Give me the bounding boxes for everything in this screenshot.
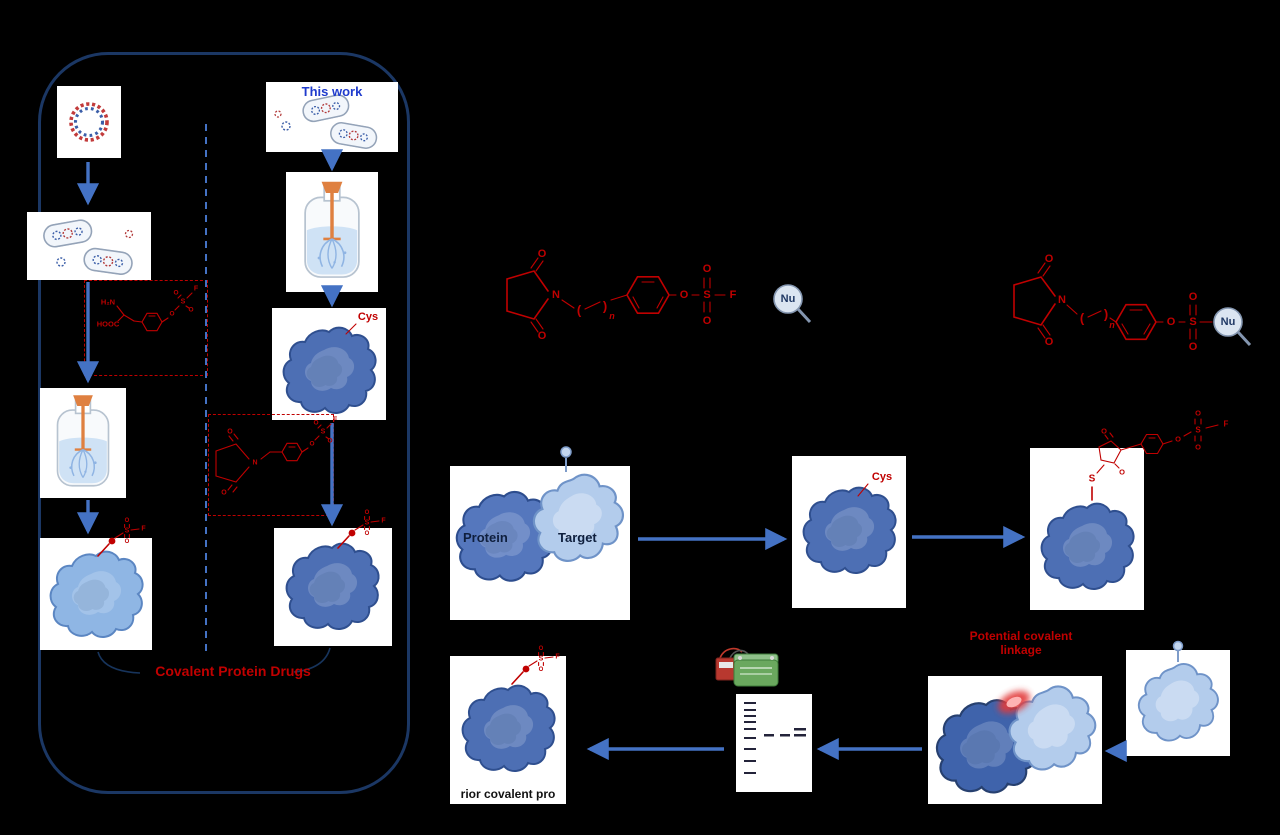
protein-warhead-box [1030, 448, 1144, 610]
atom-O: O [680, 289, 689, 301]
atom-O: O [1045, 253, 1054, 265]
atom-O: O [1167, 316, 1176, 328]
gel-electrophoresis-tank-icon [715, 647, 779, 687]
protein-graphic [461, 684, 556, 773]
gel-lanes-graphic [744, 702, 806, 774]
flask-box-left [40, 388, 126, 498]
atom-O: O [1175, 435, 1181, 444]
subscript-n: n [1109, 320, 1115, 330]
workflow-panel-border [38, 52, 410, 794]
atom-N: N [552, 289, 560, 301]
atom-O: O [703, 315, 712, 327]
protein-graphic [285, 542, 380, 631]
bacteria-box [27, 212, 151, 280]
plasmid-box [57, 86, 121, 158]
this-work-box [266, 82, 398, 152]
nucleophile-icon: Nu [773, 284, 812, 324]
flask-graphic [303, 180, 361, 279]
paren-close: ) [1104, 307, 1108, 322]
protein-graphic [49, 550, 144, 639]
sulfonyl-nucleophile-product-structure: O O N ( ) n O S O O Nu [1013, 253, 1252, 353]
atom-S: S [1195, 426, 1201, 435]
protein-graphic [802, 486, 897, 575]
atom-N: N [1058, 294, 1066, 306]
atom-O: O [1189, 291, 1198, 303]
atom-S: S [1189, 316, 1196, 328]
atom-O: O [538, 330, 547, 342]
aryl-fluorosulfate-probe-structure: O O N ( ) n O S O O F [506, 248, 737, 342]
ncaa-structure-dashed-box [84, 280, 208, 376]
atom-O: O [1189, 341, 1198, 353]
bacteria-graphic [41, 217, 135, 277]
caption-fragment: rior covalent pro [460, 787, 556, 801]
target-graphic [1137, 663, 1219, 742]
atom-F: F [730, 289, 737, 301]
this-work-bacteria-graphic [274, 92, 379, 151]
atom-F: F [1224, 420, 1229, 429]
protein-graphic [1040, 502, 1135, 591]
potential-linkage-line1: Potential covalent [969, 629, 1073, 643]
target-alone-box [1126, 650, 1230, 756]
this-work-label: This work [301, 84, 363, 99]
linker-structure-dashed-box [208, 414, 334, 516]
atom-O: O [1045, 336, 1054, 348]
protein-cys-box-mid [792, 456, 906, 608]
atom-O: O [1101, 427, 1107, 436]
potential-linkage-line2: linkage [1000, 642, 1042, 657]
final-protein-box [450, 656, 566, 804]
protein-box-left-bottom [40, 538, 152, 650]
plasmid-graphic [69, 102, 109, 142]
gel-result-box [736, 694, 812, 792]
protein-cys-box-panel [272, 308, 386, 420]
target-label: Target [558, 530, 597, 545]
covalent-complex-box [928, 676, 1102, 804]
potential-covalent-linkage-label: Potential covalent linkage [941, 629, 1101, 658]
covalent-protein-drugs-label: Covalent Protein Drugs [155, 663, 311, 679]
protein-target-box [450, 466, 630, 620]
nu-label: Nu [781, 293, 796, 305]
paren-close: ) [603, 299, 607, 314]
subscript-n: n [609, 311, 615, 321]
flask-graphic [56, 394, 110, 488]
protein-label: Protein [463, 530, 508, 545]
nu-label: Nu [1221, 316, 1236, 328]
atom-S: S [703, 289, 710, 301]
protein-graphic [282, 326, 377, 415]
flask-box-right [286, 172, 378, 292]
paren-open: ( [577, 303, 582, 318]
protein-box-right-bottom [274, 528, 392, 646]
atom-O: O [1195, 443, 1201, 452]
atom-O: O [1195, 409, 1201, 418]
paren-open: ( [1080, 311, 1085, 326]
atom-O: O [538, 248, 547, 260]
covalent-complex-graphic [935, 685, 1097, 794]
atom-O: O [703, 263, 712, 275]
